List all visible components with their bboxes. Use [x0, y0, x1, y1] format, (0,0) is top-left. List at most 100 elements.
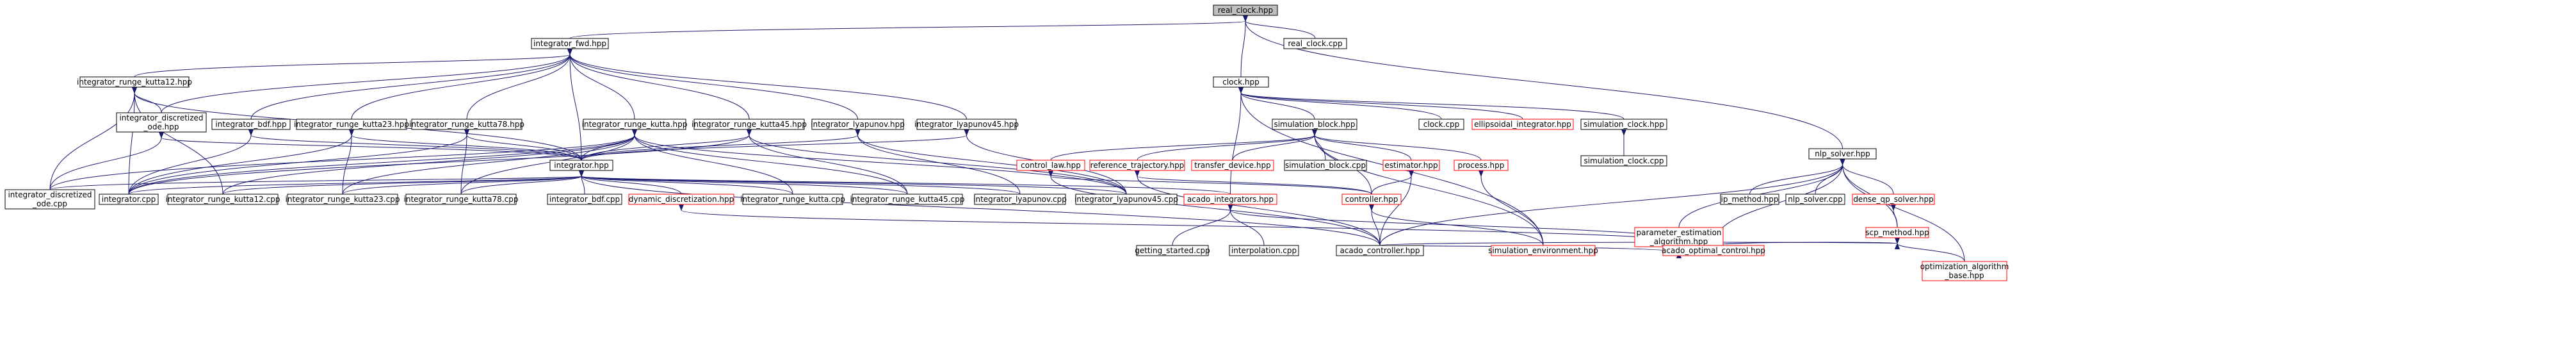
- node-box: [1720, 194, 1779, 205]
- node-dynamic-discretization-hpp[interactable]: dynamic_discretization.hpp: [628, 194, 734, 205]
- node-box: [1785, 194, 1845, 205]
- include-edge: [1890, 204, 1898, 228]
- node-box: [1922, 261, 2007, 281]
- node-acado-integrators-hpp[interactable]: acado_integrators.hpp: [1183, 194, 1277, 205]
- include-edge: [342, 170, 585, 195]
- node-label: interpolation.cpp: [1231, 246, 1297, 255]
- node-process-hpp[interactable]: process.hpp: [1454, 160, 1509, 171]
- node-label: real_clock.hpp: [1218, 6, 1273, 15]
- node-parameter-estimation-algorithm-hpp[interactable]: parameter_estimation_algorithm.hpp: [1634, 227, 1724, 247]
- node-label: integrator_bdf.hpp: [215, 120, 286, 129]
- include-edge: [161, 48, 573, 113]
- node-optimization-algorithm-base-hpp[interactable]: optimization_algorithm_base.hpp: [1920, 261, 2009, 281]
- include-edge: [1894, 237, 1965, 262]
- include-edge: [1311, 129, 1544, 246]
- node-integrator-cpp[interactable]: integrator.cpp: [99, 194, 159, 205]
- node-label: clock.cpp: [1423, 120, 1459, 129]
- node-integrator-bdf-cpp[interactable]: integrator_bdf.cpp: [547, 194, 622, 205]
- include-edge: [466, 48, 573, 120]
- node-real-clock-hpp[interactable]: real_clock.hpp: [1213, 4, 1278, 16]
- node-acado-controller-hpp[interactable]: acado_controller.hpp: [1336, 245, 1424, 256]
- node-reference-trajectory-hpp[interactable]: reference_trajectory.hpp: [1089, 160, 1185, 171]
- node-nlp-solver-cpp[interactable]: nlp_solver.cpp: [1785, 194, 1845, 205]
- node-transfer-device-hpp[interactable]: transfer_device.hpp: [1191, 160, 1274, 171]
- node-label: integrator_runge_kutta.cpp: [740, 195, 845, 204]
- node-scp-method-hpp[interactable]: scp_method.hpp: [1865, 227, 1929, 238]
- include-edge: [1134, 170, 1372, 195]
- node-label: integrator_discretized: [8, 190, 92, 199]
- node-integrator-runge-kutta23-cpp[interactable]: integrator_runge_kutta23.cpp: [286, 194, 400, 205]
- node-interpolation-cpp[interactable]: interpolation.cpp: [1229, 245, 1299, 256]
- node-acado-optimal-control-hpp[interactable]: acado_optimal_control.hpp: [1662, 245, 1765, 256]
- node-box: [1213, 76, 1269, 88]
- node-integrator-runge-kutta45-cpp[interactable]: integrator_runge_kutta45.cpp: [850, 194, 965, 205]
- node-box: [1852, 194, 1935, 205]
- node-integrator-hpp[interactable]: integrator.hpp: [549, 160, 613, 171]
- node-label: integrator_lyapunov45.cpp: [1074, 195, 1178, 204]
- node-integrator-runge-kutta12-hpp[interactable]: integrator_runge_kutta12.hpp: [77, 76, 192, 88]
- include-edge: [1050, 129, 1318, 161]
- node-simulation-block-cpp[interactable]: simulation_block.cpp: [1284, 160, 1367, 171]
- node-integrator-runge-kutta45-hpp[interactable]: integrator_runge_kutta45.hpp: [692, 119, 807, 130]
- node-simulation-clock-cpp[interactable]: simulation_clock.cpp: [1580, 155, 1667, 167]
- include-edge: [128, 170, 585, 195]
- include-edge: [49, 129, 638, 190]
- include-edge: [131, 87, 162, 113]
- node-box: [1580, 155, 1667, 167]
- node-box: [405, 194, 517, 205]
- node-controller-hpp[interactable]: controller.hpp: [1341, 194, 1402, 205]
- include-edge: [1311, 129, 1412, 161]
- node-integrator-discretized-ode-hpp[interactable]: integrator_discretized_ode.hpp: [116, 112, 207, 133]
- node-integrator-discretized-ode-cpp[interactable]: integrator_discretized_ode.cpp: [4, 189, 95, 210]
- node-integrator-lyapunov-hpp[interactable]: integrator_lyapunov.hpp: [811, 119, 905, 130]
- node-label: dense_qp_solver.hpp: [1853, 195, 1933, 204]
- node-box: [1580, 119, 1667, 130]
- node-getting-started-cpp[interactable]: getting_started.cpp: [1135, 245, 1210, 256]
- node-clock-cpp[interactable]: clock.cpp: [1418, 119, 1464, 130]
- include-edge: [1232, 129, 1318, 161]
- node-real-clock-cpp[interactable]: real_clock.cpp: [1283, 38, 1347, 49]
- node-integrator-runge-kutta-cpp[interactable]: integrator_runge_kutta.cpp: [740, 194, 845, 205]
- node-ip-method-hpp[interactable]: ip_method.hpp: [1720, 194, 1779, 205]
- include-edge: [678, 204, 1714, 246]
- include-edge: [1368, 204, 1544, 246]
- node-label: ellipsoidal_integrator.hpp: [1474, 120, 1571, 129]
- node-estimator-hpp[interactable]: estimator.hpp: [1382, 160, 1440, 171]
- node-simulation-clock-hpp[interactable]: simulation_clock.hpp: [1580, 119, 1667, 130]
- node-integrator-fwd-hpp[interactable]: integrator_fwd.hpp: [531, 38, 609, 49]
- node-clock-hpp[interactable]: clock.hpp: [1213, 76, 1269, 88]
- node-integrator-runge-kutta78-cpp[interactable]: integrator_runge_kutta78.cpp: [404, 194, 519, 205]
- node-ellipsoidal-integrator-hpp[interactable]: ellipsoidal_integrator.hpp: [1471, 119, 1574, 130]
- node-control-law-hpp[interactable]: control_law.hpp: [1016, 160, 1085, 171]
- include-edge: [1137, 129, 1318, 161]
- include-edge: [1238, 87, 1315, 120]
- node-integrator-runge-kutta12-cpp[interactable]: integrator_runge_kutta12.cpp: [166, 194, 280, 205]
- node-label: integrator_runge_kutta.hpp: [582, 120, 688, 129]
- node-label: ip_method.hpp: [1721, 195, 1779, 204]
- node-label: integrator_runge_kutta12.hpp: [77, 78, 192, 87]
- node-box: [693, 119, 805, 130]
- node-label: reference_trajectory.hpp: [1090, 161, 1185, 170]
- node-label: estimator.hpp: [1384, 161, 1438, 170]
- node-label: nlp_solver.cpp: [1788, 195, 1842, 204]
- node-integrator-lyapunov45-hpp[interactable]: integrator_lyapunov45.hpp: [914, 119, 1019, 130]
- node-label: acado_integrators.hpp: [1187, 195, 1274, 204]
- node-simulation-block-hpp[interactable]: simulation_block.hpp: [1272, 119, 1357, 130]
- include-edge: [581, 129, 969, 161]
- include-edge: [1242, 15, 1843, 149]
- include-edge: [1238, 87, 1442, 120]
- node-integrator-lyapunov-cpp[interactable]: integrator_lyapunov.cpp: [973, 194, 1067, 205]
- node-dense-qp-solver-hpp[interactable]: dense_qp_solver.hpp: [1852, 194, 1935, 205]
- node-box: [4, 189, 95, 210]
- node-nlp-solver-hpp[interactable]: nlp_solver.hpp: [1808, 148, 1877, 160]
- node-integrator-lyapunov45-cpp[interactable]: integrator_lyapunov45.cpp: [1074, 194, 1178, 205]
- node-box: [1075, 194, 1178, 205]
- node-integrator-runge-kutta78-hpp[interactable]: integrator_runge_kutta78.hpp: [409, 119, 524, 130]
- node-box: [852, 194, 963, 205]
- node-simulation-environment-hpp[interactable]: simulation_environment.hpp: [1488, 245, 1598, 256]
- node-integrator-bdf-hpp[interactable]: integrator_bdf.hpp: [211, 119, 291, 130]
- node-integrator-runge-kutta-hpp[interactable]: integrator_runge_kutta.hpp: [582, 119, 688, 130]
- node-integrator-runge-kutta23-hpp[interactable]: integrator_runge_kutta23.hpp: [294, 119, 409, 130]
- include-edge: [1478, 170, 1544, 246]
- include-edge: [128, 129, 752, 195]
